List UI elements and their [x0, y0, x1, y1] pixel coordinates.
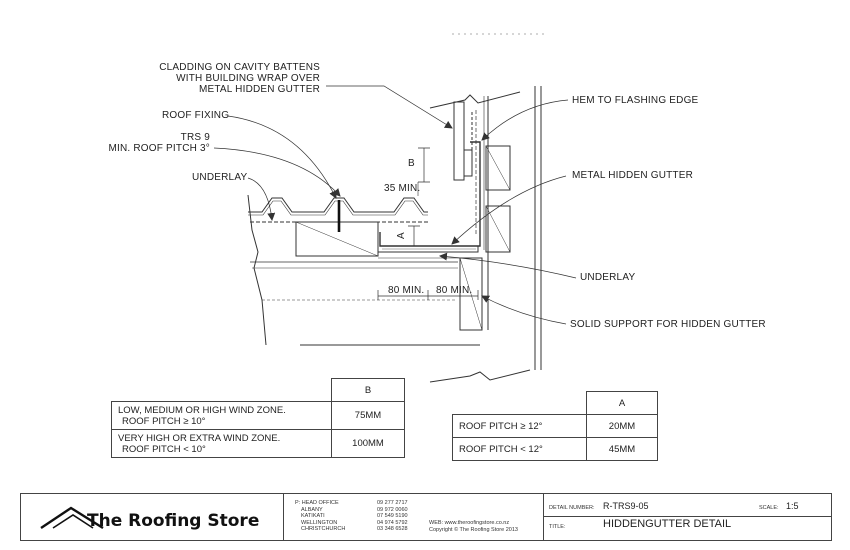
leader-trs9	[213, 147, 341, 197]
roof-sheet	[248, 197, 428, 213]
table-a: A ROOF PITCH ≥ 12° 20MM ROOF PITCH < 12°…	[452, 391, 658, 461]
label-roof-fixing: ROOF FIXING	[162, 110, 230, 121]
label-underlay-right: UNDERLAY	[580, 272, 636, 283]
copyright: Copyright © The Roofing Store 2013	[429, 527, 518, 533]
title-block: The Roofing Store P: HEAD OFFICE ALBANY …	[20, 493, 832, 541]
table-a-desc: ROOF PITCH < 12°	[452, 437, 587, 461]
table-b-desc: VERY HIGH OR EXTRA WIND ZONE. ROOF PITCH…	[111, 429, 332, 458]
table-row: VERY HIGH OR EXTRA WIND ZONE. ROOF PITCH…	[111, 429, 405, 458]
break-line-lower	[429, 369, 531, 383]
dim-80b-label: 80 MIN.	[436, 285, 473, 296]
table-a-desc: ROOF PITCH ≥ 12°	[452, 414, 587, 438]
dim-a-line	[408, 225, 420, 246]
dim-a-label: A	[395, 232, 407, 239]
table-a-header: A	[586, 391, 658, 415]
break-line-top	[429, 91, 521, 109]
table-b-header: B	[331, 378, 405, 402]
dim-b-label: B	[408, 158, 415, 169]
dim-35-label: 35 MIN.	[384, 183, 421, 194]
label-cladding: CLADDING ON CAVITY BATTENS WITH BUILDING…	[159, 62, 320, 95]
table-row: A	[453, 391, 658, 415]
title-label: TITLE:	[549, 524, 566, 530]
web-link: WEB: www.theroofingstore.co.nz	[429, 520, 510, 526]
scale-value: 1:5	[786, 501, 799, 511]
leader-metal-gutter	[451, 175, 567, 245]
cladding-board	[463, 149, 473, 177]
solid-support-block	[459, 257, 483, 331]
table-row: ROOF PITCH ≥ 12° 20MM	[452, 414, 658, 438]
table-b: B LOW, MEDIUM OR HIGH WIND ZONE. ROOF PI…	[111, 378, 405, 458]
label-underlay-left: UNDERLAY	[192, 172, 248, 183]
dim-80a-label: 80 MIN.	[388, 285, 425, 296]
dim-80-line	[377, 290, 479, 300]
table-row: B	[112, 378, 405, 402]
cavity-batten	[453, 101, 465, 181]
table-row: LOW, MEDIUM OR HIGH WIND ZONE. ROOF PITC…	[111, 401, 405, 430]
roof-logo-icon	[40, 506, 104, 530]
office-phones: 09 277 2717 09 972 0060 07 549 5190 04 9…	[377, 500, 408, 533]
table-row: ROOF PITCH < 12° 45MM	[452, 437, 658, 461]
drawing-title: HIDDENGUTTER DETAIL	[603, 518, 732, 530]
logo-text: The Roofing Store	[87, 511, 260, 531]
leader-underlay-right	[439, 252, 577, 279]
table-b-value: 100MM	[331, 429, 405, 458]
offices-list: P: HEAD OFFICE ALBANY KATIKATI WELLINGTO…	[295, 500, 346, 533]
rafter-left-end	[247, 194, 267, 346]
scale-label: SCALE:	[759, 505, 779, 511]
table-a-value: 20MM	[586, 414, 658, 438]
label-hem: HEM TO FLASHING EDGE	[572, 95, 699, 106]
metal-hidden-gutter	[379, 141, 481, 247]
label-metal-gutter: METAL HIDDEN GUTTER	[572, 170, 694, 181]
table-b-value: 75MM	[331, 401, 405, 430]
leader-solid-support	[481, 295, 567, 325]
dim-b-line	[418, 147, 430, 183]
leader-roof-fixing	[227, 115, 337, 199]
detail-number-label: DETAIL NUMBER:	[549, 505, 595, 511]
table-b-desc: LOW, MEDIUM OR HIGH WIND ZONE. ROOF PITC…	[111, 401, 332, 430]
table-a-value: 45MM	[586, 437, 658, 461]
label-trs9: TRS 9 MIN. ROOF PITCH 3°	[108, 132, 210, 154]
wall-nog-upper	[485, 145, 511, 191]
leader-underlay-left	[247, 177, 276, 221]
detail-number: R-TRS9-05	[603, 501, 649, 511]
leader-hem	[481, 99, 569, 141]
leader-cladding	[326, 85, 453, 129]
label-solid-support: SOLID SUPPORT FOR HIDDEN GUTTER	[570, 319, 766, 330]
wall-nog-lower	[485, 205, 511, 253]
purlin-block	[295, 221, 379, 257]
